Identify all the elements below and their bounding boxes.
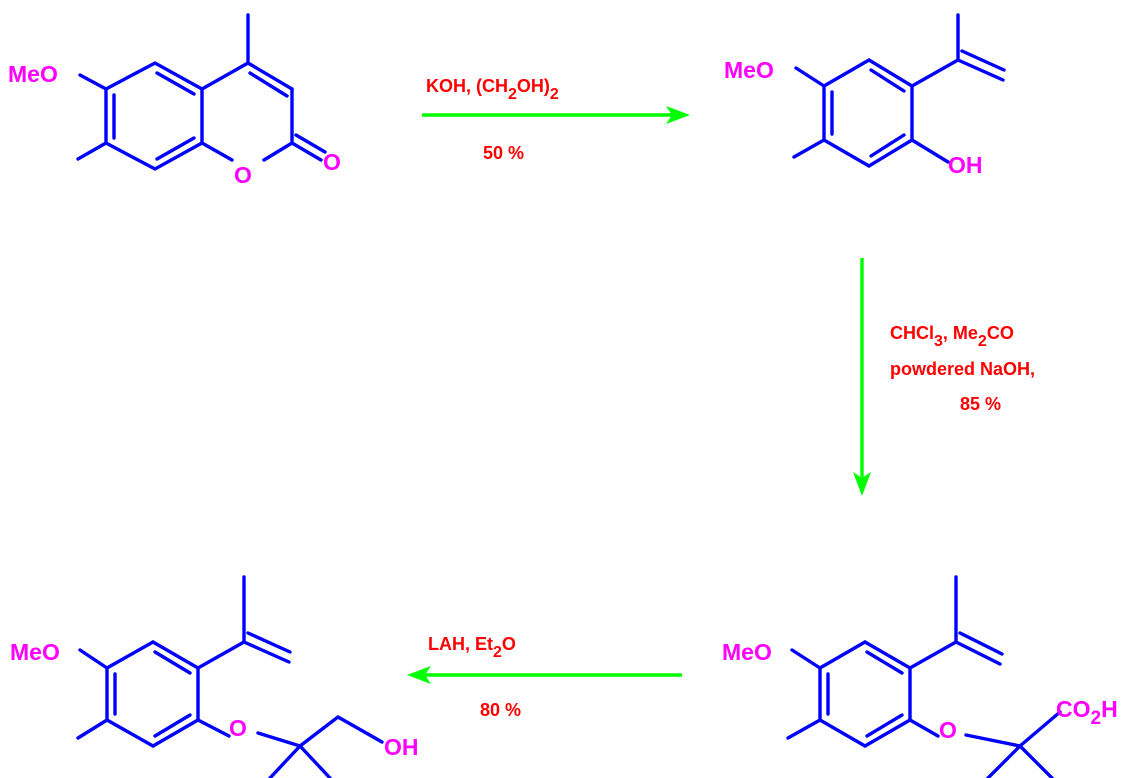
compound-alcohol: MeO O OH <box>10 575 419 778</box>
step2-reaction-arrow <box>853 258 871 496</box>
compound-phenol: MeO OH <box>724 13 1006 178</box>
acid-ether-oxygen-label: O <box>939 717 957 743</box>
step3-conditions: LAH, Et2O 80 % <box>428 634 521 720</box>
step2-base: powdered NaOH, <box>890 359 1035 379</box>
step3-yield: 80 % <box>480 700 521 720</box>
step2-reagents: CHCl3, Me2CO <box>890 323 1014 350</box>
compound-carboxylic-acid: MeO O CO2H <box>722 575 1118 778</box>
step3-reaction-arrow <box>407 666 682 684</box>
step2-conditions: CHCl3, Me2CO powdered NaOH, 85 % <box>890 323 1035 414</box>
step2-yield: 85 % <box>960 394 1001 414</box>
alcohol-ether-oxygen-label: O <box>229 715 247 741</box>
step1-yield: 50 % <box>483 143 524 163</box>
acid-methoxy-label: MeO <box>722 639 772 665</box>
coumarin-ring-oxygen-label: O <box>234 162 252 188</box>
acid-carboxyl-label: CO2H <box>1056 696 1118 729</box>
alcohol-bonds <box>76 575 384 778</box>
step1-reagents: KOH, (CH2OH)2 <box>426 76 559 103</box>
step3-reagents: LAH, Et2O <box>428 634 516 661</box>
coumarin-bonds <box>76 13 327 171</box>
phenol-bonds <box>792 13 1006 168</box>
step1-reaction-arrow <box>422 106 690 124</box>
phenol-hydroxyl-label: OH <box>948 152 983 178</box>
coumarin-carbonyl-oxygen-label: O <box>323 149 341 175</box>
step1-conditions: KOH, (CH2OH)2 50 % <box>426 76 559 163</box>
compound-coumarin: MeO O O <box>8 13 341 188</box>
alcohol-methoxy-label: MeO <box>10 639 60 665</box>
acid-bonds <box>786 575 1062 778</box>
alcohol-hydroxyl-label: OH <box>384 734 419 760</box>
phenol-methoxy-label: MeO <box>724 57 774 83</box>
coumarin-methoxy-label: MeO <box>8 61 58 87</box>
